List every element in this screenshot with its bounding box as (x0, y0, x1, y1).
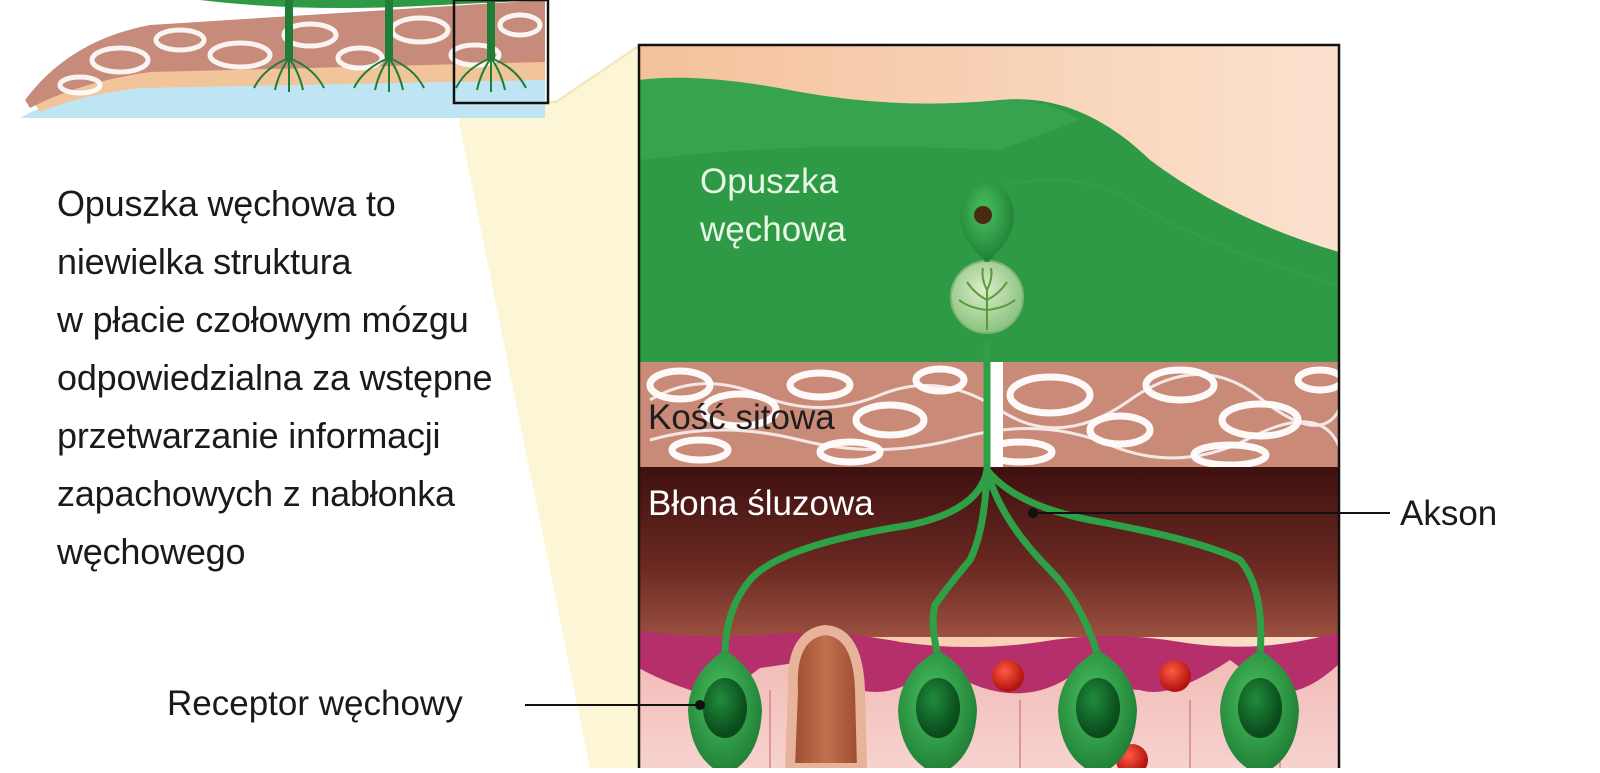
olfactory-receptor-label: Receptor węchowy (167, 684, 463, 723)
olfactory-bulb-label-line1: Opuszka (700, 162, 839, 201)
detail-panel-border (637, 43, 1341, 773)
axon-label: Akson (1400, 494, 1498, 533)
detail-panel (639, 45, 1339, 768)
description-text: Opuszka węchowa to niewielka struktura w… (57, 175, 597, 581)
mucous-membrane-label: Błona śluzowa (648, 484, 874, 523)
inset-overview (20, 0, 545, 118)
description-line: zapachowych z nabłonka (57, 473, 455, 514)
description-line: węchowego (57, 531, 246, 572)
receptor-cells (688, 650, 1299, 768)
ethmoid-bone-label: Kość sitowa (648, 398, 835, 437)
olfactory-bulb-label: Opuszka węchowa (700, 158, 846, 254)
inset-zoom-box (452, 0, 550, 105)
axon-paths (721, 341, 1265, 659)
description-line: w płacie czołowym mózgu (57, 299, 469, 340)
description-line: Opuszka węchowa to (57, 183, 396, 224)
description-line: odpowiedzialna za wstępne (57, 357, 493, 398)
callout-funnel (455, 45, 640, 768)
description-line: niewielka struktura (57, 241, 352, 282)
description-line: przetwarzanie informacji (57, 415, 441, 456)
olfactory-bulb-label-line2: węchowa (700, 210, 846, 249)
mucous-gland (784, 624, 868, 768)
